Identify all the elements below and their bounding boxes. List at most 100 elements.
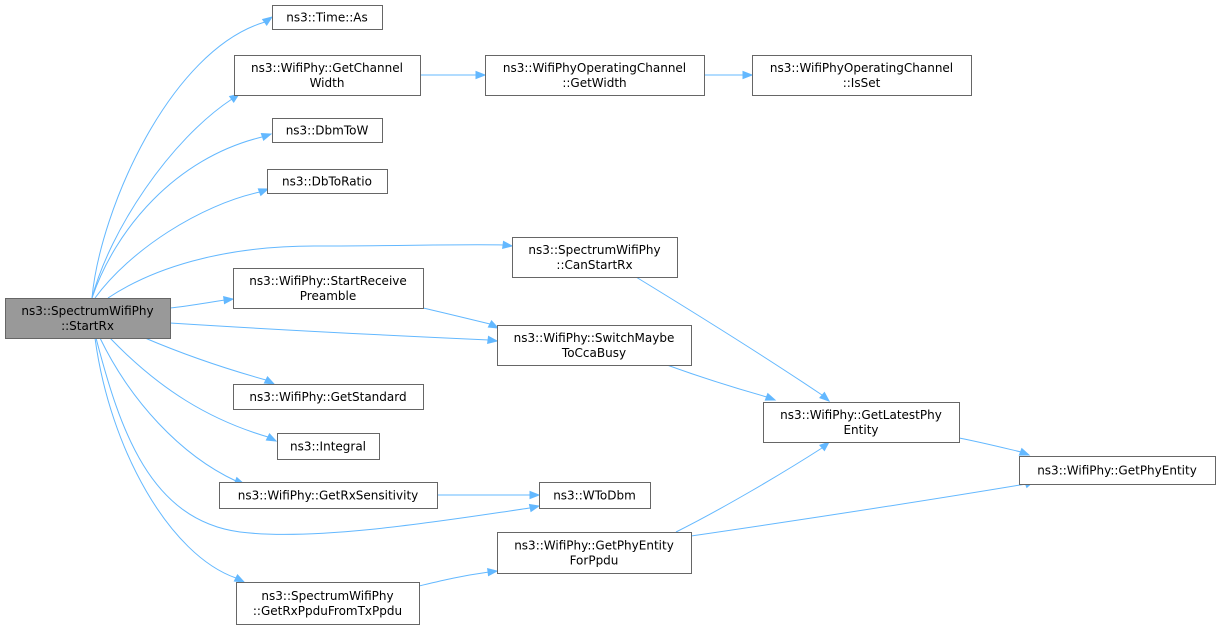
node-label-line: ns3::WifiPhy::GetLatestPhy bbox=[780, 408, 942, 422]
node-box bbox=[272, 118, 383, 143]
node-label-line: ::IsSet bbox=[843, 76, 881, 90]
node-box bbox=[219, 482, 438, 509]
edge-switch-maybe-to-cca-busy-to-get-latest-phy-entity bbox=[666, 364, 777, 401]
edge-line bbox=[95, 337, 531, 535]
node-label-line: ns3::SpectrumWifiPhy bbox=[261, 589, 393, 603]
edge-arrowhead bbox=[487, 319, 500, 329]
edge-arrowhead bbox=[265, 432, 278, 442]
node-label-line: ns3::WifiPhy::GetRxSensitivity bbox=[238, 489, 419, 503]
call-graph-edges bbox=[91, 16, 1036, 587]
node-label-line: ns3::DbmToW bbox=[286, 124, 369, 138]
edge-start-rx-to-switch-maybe-to-cca-busy bbox=[169, 322, 499, 345]
edge-line bbox=[99, 337, 237, 482]
edge-op-channel-get-width-to-op-channel-is-set bbox=[703, 70, 754, 80]
edge-arrowhead bbox=[257, 188, 270, 197]
function-node-op-channel-get-width[interactable]: ns3::WifiPhyOperatingChannel::GetWidth bbox=[485, 55, 705, 96]
edge-get-rx-sensitivity-to-w-to-dbm bbox=[437, 490, 541, 500]
node-box bbox=[497, 325, 692, 366]
node-label-line: ns3::WifiPhyOperatingChannel bbox=[503, 61, 686, 75]
function-node-w-to-dbm[interactable]: ns3::WToDbm bbox=[539, 482, 651, 509]
edge-get-rx-ppdu-from-tx-ppdu-to-get-phy-entity-for-ppdu bbox=[418, 567, 499, 587]
edge-start-rx-to-can-start-rx bbox=[107, 240, 514, 299]
node-label-line: ::StartRx bbox=[61, 319, 114, 333]
edge-arrowhead bbox=[475, 70, 487, 80]
node-label-line: ns3::WifiPhy::GetPhyEntity bbox=[1037, 464, 1197, 478]
edge-start-rx-to-time-as bbox=[91, 16, 274, 299]
node-label-line: ::GetWidth bbox=[562, 76, 626, 90]
edge-arrowhead bbox=[487, 567, 499, 577]
node-label-line: ns3::Time::As bbox=[286, 11, 368, 25]
function-node-dbm-to-w[interactable]: ns3::DbmToW bbox=[272, 118, 383, 143]
edge-line bbox=[94, 191, 261, 299]
function-node-time-as[interactable]: ns3::Time::As bbox=[272, 5, 383, 30]
function-node-get-rx-sensitivity[interactable]: ns3::WifiPhy::GetRxSensitivity bbox=[219, 482, 438, 509]
node-label-line: ns3::DbToRatio bbox=[282, 175, 372, 189]
edge-get-channel-width-to-op-channel-get-width bbox=[419, 70, 487, 80]
node-box bbox=[497, 532, 692, 574]
function-node-get-standard[interactable]: ns3::WifiPhy::GetStandard bbox=[233, 384, 424, 410]
edge-start-rx-to-get-channel-width bbox=[91, 93, 241, 299]
edge-start-rx-to-get-standard bbox=[144, 337, 276, 385]
edge-start-rx-to-start-receive-preamble bbox=[169, 295, 235, 309]
edge-line bbox=[675, 447, 823, 533]
edge-arrowhead bbox=[502, 240, 514, 250]
edge-line bbox=[635, 276, 823, 396]
function-node-can-start-rx[interactable]: ns3::SpectrumWifiPhy::CanStartRx bbox=[512, 237, 678, 278]
edge-arrowhead bbox=[764, 392, 777, 401]
node-label-line: ::CanStartRx bbox=[556, 258, 632, 272]
edge-line bbox=[666, 364, 768, 398]
function-node-integral[interactable]: ns3::Integral bbox=[277, 433, 380, 460]
edge-line bbox=[169, 299, 226, 309]
node-label-line: ns3::WifiPhy::GetPhyEntity bbox=[514, 539, 674, 553]
edge-get-phy-entity-for-ppdu-to-get-phy-entity bbox=[690, 480, 1036, 537]
edge-line bbox=[107, 244, 505, 299]
node-label-line: ns3::SpectrumWifiPhy bbox=[21, 304, 153, 318]
function-node-db-to-ratio[interactable]: ns3::DbToRatio bbox=[267, 169, 388, 194]
edge-line bbox=[109, 337, 269, 438]
node-box bbox=[752, 55, 972, 96]
edge-line bbox=[169, 322, 490, 341]
edge-start-rx-to-get-rx-ppdu-from-tx-ppdu bbox=[94, 337, 246, 583]
node-box bbox=[234, 55, 421, 96]
edge-arrowhead bbox=[819, 391, 831, 402]
node-label-line: Entity bbox=[843, 423, 878, 437]
edge-arrowhead bbox=[529, 490, 541, 500]
node-box bbox=[539, 482, 651, 509]
edge-start-rx-to-db-to-ratio bbox=[94, 188, 270, 299]
function-node-get-rx-ppdu-from-tx-ppdu[interactable]: ns3::SpectrumWifiPhy::GetRxPpduFromTxPpd… bbox=[236, 582, 420, 625]
node-box bbox=[236, 582, 420, 625]
function-node-get-phy-entity[interactable]: ns3::WifiPhy::GetPhyEntity bbox=[1019, 456, 1216, 485]
edge-arrowhead bbox=[742, 70, 754, 80]
function-node-op-channel-is-set[interactable]: ns3::WifiPhyOperatingChannel::IsSet bbox=[752, 55, 972, 96]
edge-start-receive-preamble-to-switch-maybe-to-cca-busy bbox=[422, 307, 500, 329]
edge-arrowhead bbox=[260, 132, 273, 142]
node-label-line: ns3::WifiPhy::GetStandard bbox=[249, 390, 406, 404]
node-label-line: ns3::WifiPhy::StartReceive bbox=[249, 274, 407, 288]
edge-arrowhead bbox=[819, 441, 831, 452]
edge-line bbox=[690, 483, 1027, 537]
edge-arrowhead bbox=[528, 503, 541, 513]
edge-start-rx-to-w-to-dbm bbox=[95, 337, 541, 535]
edge-start-rx-to-integral bbox=[109, 337, 278, 442]
edge-get-latest-phy-entity-to-get-phy-entity bbox=[958, 437, 1031, 456]
node-box bbox=[277, 433, 380, 460]
node-box bbox=[485, 55, 705, 96]
edge-line bbox=[91, 21, 266, 299]
node-label-line: ns3::SpectrumWifiPhy bbox=[528, 243, 660, 257]
node-label-line: Preamble bbox=[300, 289, 356, 303]
edge-get-phy-entity-for-ppdu-to-get-latest-phy-entity bbox=[675, 441, 831, 533]
node-box bbox=[272, 5, 383, 30]
edge-arrowhead bbox=[487, 335, 499, 345]
node-box bbox=[512, 237, 678, 278]
root-node-start-rx: ns3::SpectrumWifiPhy::StartRx bbox=[5, 298, 171, 339]
node-box bbox=[267, 169, 388, 194]
edge-line bbox=[422, 307, 491, 325]
node-label-line: ::GetRxPpduFromTxPpdu bbox=[253, 604, 402, 618]
node-label-line: ns3::WifiPhy::SwitchMaybe bbox=[514, 331, 675, 345]
